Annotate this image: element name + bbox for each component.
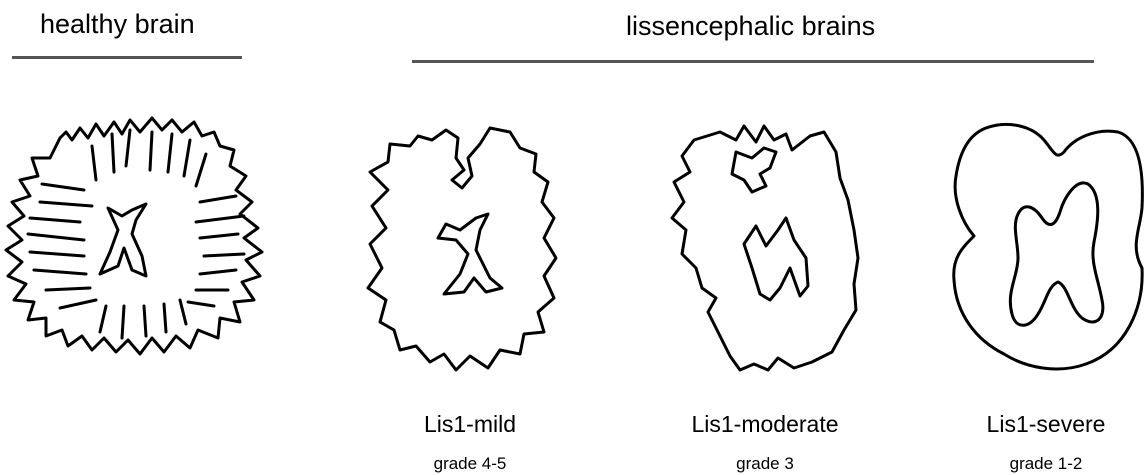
lis1-mild-grade: grade 4-5	[416, 454, 524, 474]
healthy-brain-underline	[12, 56, 242, 59]
lis1-severe-brain-illustration	[946, 118, 1144, 378]
lis1-moderate-label: Lis1-moderate	[680, 410, 850, 438]
lissencephalic-brains-header: lissencephalic brains	[626, 10, 875, 42]
lis1-mild-label: Lis1-mild	[416, 410, 524, 438]
lis1-mild-brain-illustration	[360, 118, 560, 378]
lis1-severe-grade: grade 1-2	[976, 454, 1116, 474]
healthy-brain-header: healthy brain	[40, 8, 195, 40]
lis1-severe-label: Lis1-severe	[976, 410, 1116, 438]
lissencephalic-brains-underline	[412, 60, 1094, 63]
lis1-moderate-brain-illustration	[660, 118, 870, 378]
healthy-brain-illustration	[0, 110, 280, 370]
lis1-moderate-grade: grade 3	[680, 454, 850, 474]
